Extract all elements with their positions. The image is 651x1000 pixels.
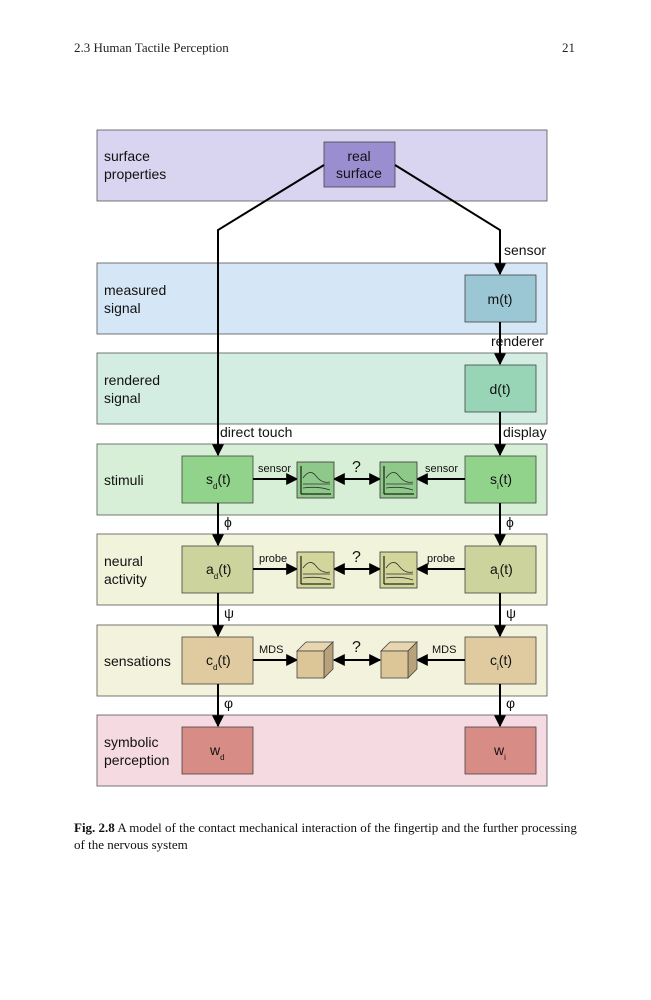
stimuli-graph-icon-left [296, 461, 335, 499]
label-direct-touch: direct touch [220, 424, 292, 440]
label-renderer: renderer [491, 333, 544, 349]
sensations-mds-left-label: MDS [259, 644, 283, 656]
neural-indirect-label: ai(t) [490, 561, 513, 581]
display-signal-label: d(t) [490, 381, 511, 397]
label-varphi-indirect: φ [506, 695, 515, 711]
measured-signal-label: m(t) [488, 291, 513, 307]
stimuli-graph-icon-right [379, 461, 418, 499]
stimuli-sensor-right-label: sensor [425, 463, 458, 475]
label-phi-direct: ϕ [224, 514, 232, 530]
neural-probe-left-label: probe [259, 553, 287, 565]
neural-graph-icon-right [379, 551, 418, 589]
stimulus-indirect-label: si(t) [490, 471, 512, 491]
neural-probe-right-label: probe [427, 553, 455, 565]
label-phi-indirect: ϕ [506, 514, 514, 530]
label-psi-direct: ψ [224, 605, 234, 621]
label-psi-indirect: ψ [506, 605, 516, 621]
stimuli-sensor-left-label: sensor [258, 463, 291, 475]
sensations-cube-icon-left [296, 641, 334, 679]
measured-signal-box [464, 274, 537, 323]
arrow-surface-to-sensor [394, 164, 506, 276]
symbolic-direct-box [181, 726, 254, 775]
figure-caption: Fig. 2.8 A model of the contact mechanic… [74, 819, 578, 853]
layer-label-sensations: sensations [104, 653, 171, 669]
label-display: display [503, 424, 547, 440]
figure-caption-text: A model of the contact mechanical intera… [74, 820, 577, 852]
symbolic-indirect-box [464, 726, 537, 775]
sensation-indirect-label: ci(t) [490, 652, 512, 672]
layer-label-stimuli: stimuli [104, 472, 144, 488]
display-signal-box [464, 364, 537, 413]
stimulus-direct-label: sd(t) [206, 471, 231, 491]
sensations-comparison: MDS MDS ? [253, 639, 465, 679]
stimuli-comparison: sensor sensor ? [253, 459, 465, 499]
sensations-mds-right-label: MDS [432, 644, 456, 656]
neural-direct-label: ad(t) [206, 561, 231, 581]
figure-caption-label: Fig. 2.8 [74, 820, 115, 835]
sensation-direct-label: cd(t) [206, 652, 231, 672]
label-sensor: sensor [504, 242, 546, 258]
symbolic-indirect-label: wi [493, 742, 506, 762]
neural-indirect-box [464, 545, 537, 594]
label-varphi-direct: φ [224, 695, 233, 711]
stimuli-question-mark: ? [352, 459, 361, 476]
running-header-page: 21 [562, 40, 575, 55]
sensations-question-mark: ? [352, 639, 361, 656]
sensations-cube-icon-right [380, 641, 418, 679]
neural-graph-icon-left [296, 551, 335, 589]
arrow-surface-to-direct [212, 164, 325, 457]
running-header-section: 2.3 Human Tactile Perception [74, 40, 229, 55]
neural-comparison: probe probe ? [253, 549, 465, 589]
neural-question-mark: ? [352, 549, 361, 566]
sensation-direct-box [181, 636, 254, 685]
symbolic-direct-label: wd [209, 742, 225, 762]
real-surface-box [323, 141, 396, 188]
stimulus-indirect-box [464, 455, 537, 504]
